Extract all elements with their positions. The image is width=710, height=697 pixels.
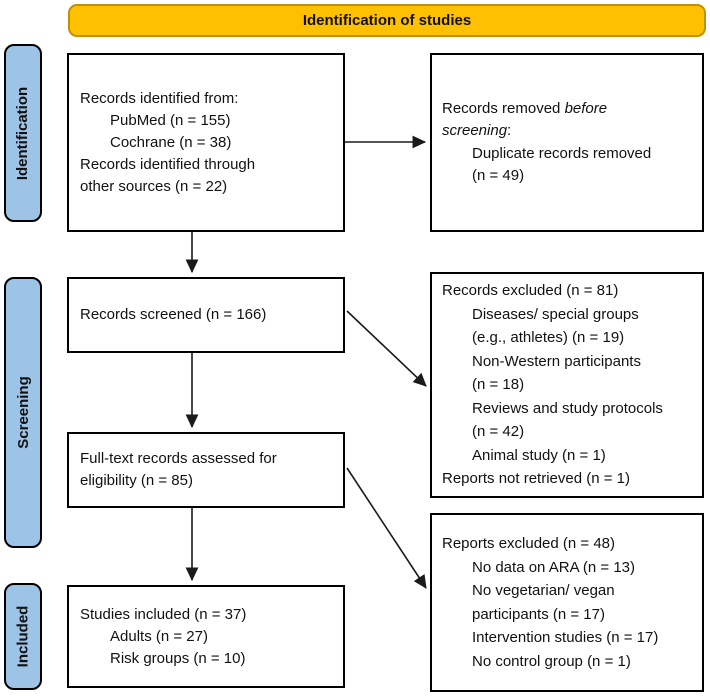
text-line: No data on ARA (n = 13)	[472, 558, 636, 576]
stage-label-included: Included	[4, 583, 42, 690]
text-line: Records excluded (n = 81)	[442, 282, 619, 300]
text-line: Risk groups (n = 10)	[110, 649, 246, 667]
diagram-title-banner: Identification of studies	[68, 4, 706, 37]
text-line: eligibility (n = 85)	[80, 472, 193, 489]
text-line: Full-text records assessed for	[80, 450, 277, 467]
arrow-screened-to-records-excluded	[346, 310, 427, 387]
text-line: Intervention studies (n = 17)	[472, 629, 659, 646]
stage-label-identification: Identification	[4, 44, 42, 222]
text-line: (e.g., athletes) (n = 19)	[472, 329, 625, 347]
text-line: Animal study (n = 1)	[472, 446, 606, 464]
text-line: Adults (n = 27)	[110, 627, 208, 645]
text-line: Reviews and study protocols	[472, 399, 663, 417]
text-line: Diseases/ special groups	[472, 305, 639, 323]
arrow-fulltext-to-reports-excluded	[346, 467, 427, 589]
text-line: screening:	[442, 122, 512, 139]
stage-label-screening-text: Screening	[14, 376, 32, 449]
box-records-identified: Records identified from: PubMed (n = 155)…	[67, 53, 345, 232]
text-line: Records removed before	[442, 99, 608, 117]
text-line: Cochrane (n = 38)	[110, 133, 232, 151]
text-line: Records screened (n = 166)	[80, 306, 267, 323]
diagram-title: Identification of studies	[302, 12, 472, 29]
box-records-excluded: Records excluded (n = 81) Diseases/ speci…	[430, 272, 704, 498]
text-line: PubMed (n = 155)	[110, 111, 231, 129]
text-line: participants (n = 17)	[472, 605, 605, 623]
box-fulltext-assessed: Full-text records assessed for eligibilit…	[67, 432, 345, 508]
text-line: Duplicate records removed	[472, 144, 652, 162]
text-line: No control group (n = 1)	[472, 652, 631, 670]
box-reports-excluded: Reports excluded (n = 48) No data on ARA …	[430, 513, 704, 692]
text-line: Studies included (n = 37)	[80, 605, 247, 623]
stage-label-identification-text: Identification	[14, 86, 32, 180]
text-line: Non-Western participants	[472, 352, 641, 370]
stage-label-screening: Screening	[4, 277, 42, 548]
text-line: (n = 49)	[472, 167, 525, 184]
text-line: Records identified through	[80, 155, 256, 173]
box-studies-included: Studies included (n = 37) Adults (n = 27)…	[67, 585, 345, 688]
text-line: (n = 18)	[472, 376, 525, 394]
text-line: Records identified from:	[80, 89, 239, 107]
box-records-removed-before-screening: Records removed before screening: Duplicat…	[430, 53, 704, 232]
stage-label-included-text: Included	[14, 605, 32, 668]
text-line: (n = 42)	[472, 423, 525, 441]
box-records-screened: Records screened (n = 166)	[67, 277, 345, 353]
text-line: other sources (n = 22)	[80, 177, 228, 195]
text-line: Reports excluded (n = 48)	[442, 535, 616, 552]
text-line: No vegetarian/ vegan	[472, 582, 615, 599]
text-line: Reports not retrieved (n = 1)	[442, 470, 631, 488]
